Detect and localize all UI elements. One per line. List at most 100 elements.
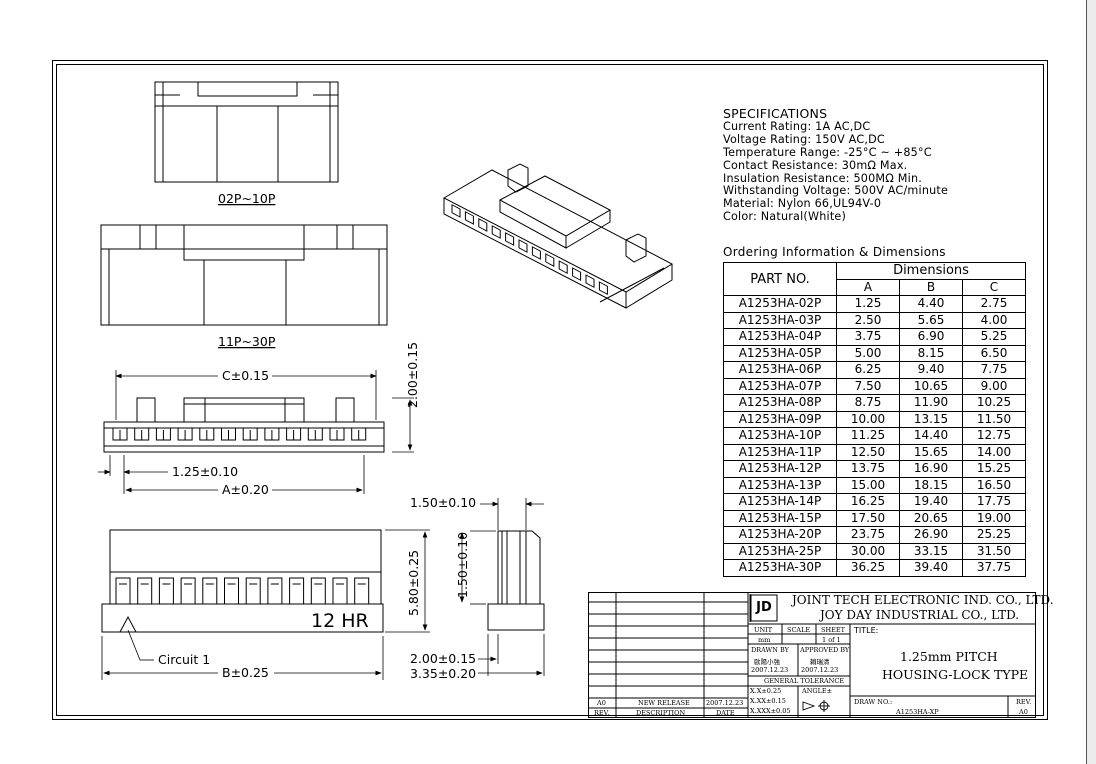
- dimension-cell: 2.75: [962, 295, 1026, 313]
- spec-insulation-resistance: Insulation Resistance: 500MΩ Min.: [723, 171, 922, 185]
- col-a-header: A: [836, 278, 900, 296]
- approved-date: 2007.12.23: [801, 666, 839, 674]
- tolerance-3: X.XXX±0.05: [750, 707, 791, 715]
- dimension-cell: 19.00: [962, 509, 1026, 527]
- iso-contact: [598, 281, 608, 296]
- iso-contact: [491, 225, 501, 239]
- dimension-cell: 11.25: [836, 427, 900, 445]
- title-label: TITLE:: [854, 626, 879, 635]
- dimension-cell: 19.40: [899, 493, 963, 511]
- iso-contact: [518, 239, 528, 253]
- terminal-cavity: [180, 577, 196, 605]
- terminal-cavity: [289, 577, 305, 605]
- part-number-cell: A1253HA-14P: [723, 493, 837, 511]
- dimension-cell: 16.90: [899, 460, 963, 478]
- company-logo-box: [750, 594, 778, 622]
- dimension-cell: 14.40: [899, 427, 963, 445]
- title-block-grid: [588, 592, 1036, 718]
- unit-label: UNIT: [754, 626, 773, 634]
- dimension-cell: 3.75: [836, 328, 900, 346]
- dimension-cell: 7.50: [836, 377, 900, 395]
- dimension-cell: 13.15: [899, 410, 963, 428]
- terminal-cavity: [245, 577, 261, 605]
- draw-no-label: DRAW NO.:: [854, 698, 893, 706]
- spec-current-rating: Current Rating: 1A AC,DC: [723, 119, 871, 133]
- top-view-02p-10p: [154, 81, 339, 183]
- iso-contact: [585, 274, 595, 289]
- rev-value: A0: [1019, 708, 1028, 716]
- spec-voltage-rating: Voltage Rating: 150V AC,DC: [723, 132, 885, 146]
- dimension-cell: 33.15: [899, 542, 963, 560]
- sheet-label: SHEET: [821, 626, 845, 634]
- company-name-2: JOY DAY INDUSTRIAL CO., LTD.: [820, 608, 1020, 622]
- dimension-cell: 14.00: [962, 443, 1026, 461]
- dimension-cell: 4.00: [962, 311, 1026, 329]
- dimension-cell: 5.65: [899, 311, 963, 329]
- dimension-cell: 6.90: [899, 328, 963, 346]
- bottom-view-cavities: [115, 577, 370, 605]
- iso-contact: [505, 232, 515, 246]
- dimension-cell: 12.50: [836, 443, 900, 461]
- part-number-cell: A1253HA-11P: [723, 443, 837, 461]
- terminal-cavity: [224, 577, 239, 605]
- iso-contact: [464, 211, 474, 225]
- dimension-cell: 2.50: [836, 311, 900, 329]
- iso-contact: [531, 246, 541, 260]
- dimension-cell: 9.00: [962, 377, 1026, 395]
- dim-top-width-label: 1.50±0.10: [410, 495, 476, 510]
- rev-header-description: DESCRIPTION: [636, 709, 686, 717]
- dimension-cell: 37.75: [962, 559, 1026, 577]
- spec-temperature-range: Temperature Range: -25°C ~ +85°C: [723, 145, 932, 159]
- dimension-cell: 17.75: [962, 493, 1026, 511]
- front-view-contacts: [112, 427, 367, 441]
- dimension-cell: 18.15: [899, 476, 963, 494]
- dimension-cell: 15.25: [962, 460, 1026, 478]
- dimension-cell: 8.75: [836, 394, 900, 412]
- company-name-1: JOINT TECH ELECTRONIC IND. CO., LTD.: [792, 593, 1054, 607]
- dimension-cell: 16.25: [836, 493, 900, 511]
- part-number-cell: A1253HA-08P: [723, 394, 837, 412]
- part-number-cell: A1253HA-05P: [723, 344, 837, 362]
- dimension-cell: 10.25: [962, 394, 1026, 412]
- part-number-cell: A1253HA-02P: [723, 295, 837, 313]
- projection-symbol-icon: [802, 700, 830, 712]
- specifications-heading: SPECIFICATIONS: [723, 106, 828, 121]
- isometric-view: [442, 163, 674, 309]
- dim-inner-height-label: 1.50±0.10: [455, 532, 470, 598]
- isometric-contacts: [451, 204, 608, 296]
- dim-total-height-label: 5.80±0.25: [406, 550, 421, 616]
- part-number-cell: A1253HA-30P: [723, 559, 837, 577]
- title-line-2: HOUSING-LOCK TYPE: [882, 667, 1029, 682]
- dimension-cell: 5.25: [962, 328, 1026, 346]
- iso-contact: [572, 267, 582, 281]
- drawn-by-name: 歐陽小強: [754, 658, 780, 666]
- scale-label: SCALE: [787, 626, 811, 634]
- approved-by-label: APPROVED BY: [800, 646, 850, 654]
- dimension-cell: 11.50: [962, 410, 1026, 428]
- dimension-cell: 11.90: [899, 394, 963, 412]
- dimension-cell: 10.00: [836, 410, 900, 428]
- unit-value: mm: [758, 636, 771, 644]
- circuit-1-label: Circuit 1: [158, 652, 210, 667]
- dimension-cell: 5.00: [836, 344, 900, 362]
- dimension-cell: 16.50: [962, 476, 1026, 494]
- part-number-cell: A1253HA-13P: [723, 476, 837, 494]
- spec-material: Material: Nylon 66,UL94V-0: [723, 197, 882, 211]
- dimension-cell: 25.25: [962, 526, 1026, 544]
- dim-a-label: A±0.20: [222, 482, 269, 497]
- dimension-cell: 15.65: [899, 443, 963, 461]
- angle-label: ANGLE±: [802, 687, 833, 695]
- drawing-border-inner: [56, 64, 1044, 716]
- spec-contact-resistance: Contact Resistance: 30mΩ Max.: [723, 158, 908, 172]
- dimension-cell: 9.40: [899, 361, 963, 379]
- dimension-cell: 12.75: [962, 427, 1026, 445]
